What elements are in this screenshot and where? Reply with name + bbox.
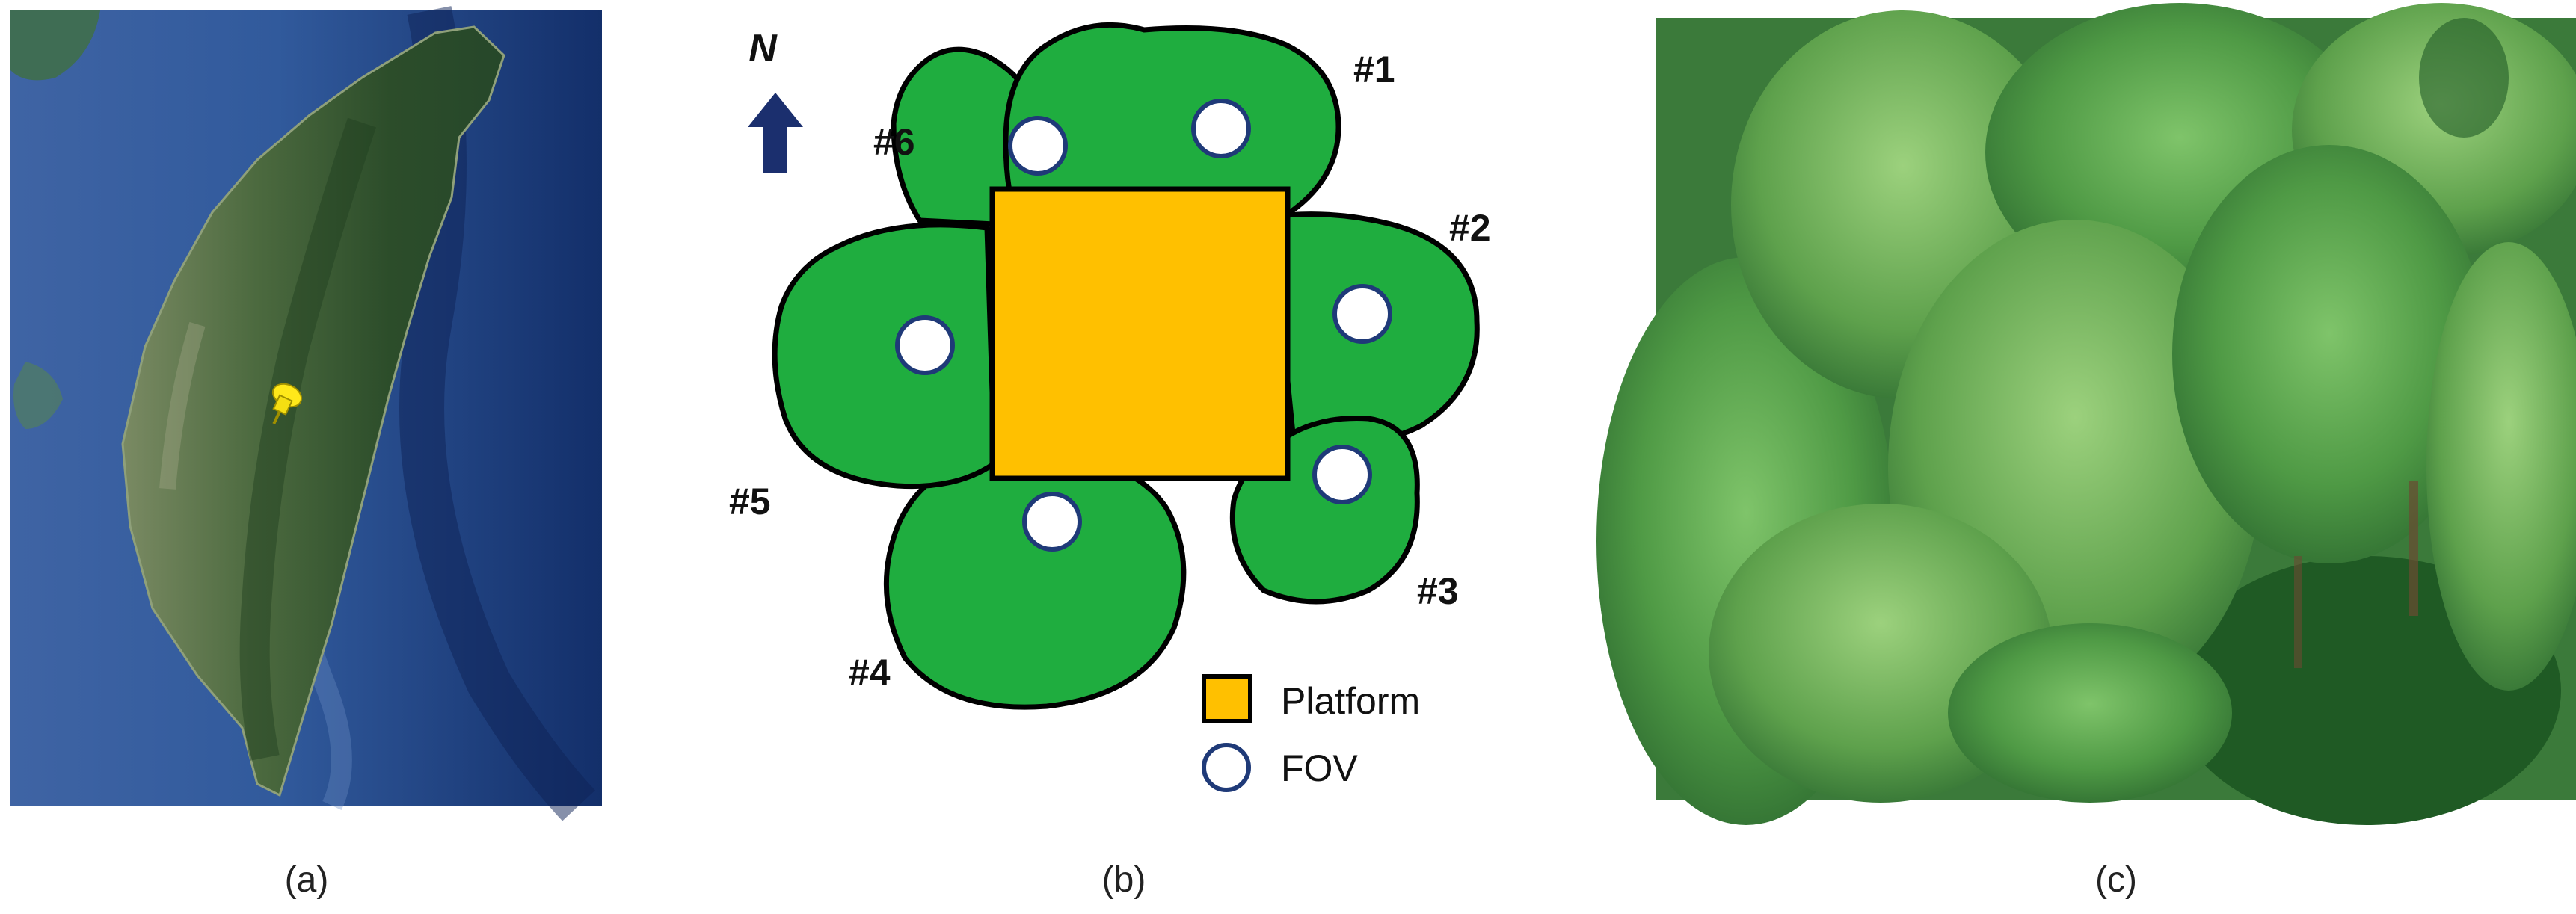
fov-circle-6	[1008, 116, 1068, 176]
platform-diagram-panel: N #1 #2 #3 #4 #5 #6 Platform	[729, 0, 1533, 732]
legend-fov-circle	[1202, 743, 1251, 792]
tree-label-5: #5	[729, 481, 771, 522]
caption-b: (b)	[1101, 860, 1146, 900]
tree-label-1: #1	[1353, 49, 1395, 90]
legend-platform-swatch	[1202, 674, 1252, 723]
forest-photo	[1596, 3, 2576, 825]
tree-label-6: #6	[873, 121, 915, 163]
platform-diagram: N #1 #2 #3 #4 #5 #6 Platform	[729, 22, 1491, 723]
legend-platform-label: Platform	[1281, 680, 1420, 722]
north-label: N	[748, 27, 778, 70]
satellite-map-panel	[10, 6, 602, 821]
fov-circle-4	[1022, 492, 1082, 552]
platform-square	[989, 186, 1291, 481]
caption-a: (a)	[284, 860, 329, 900]
tree-label-4: #4	[849, 652, 891, 694]
fov-circle-1	[1191, 99, 1251, 158]
caption-c: (c)	[2095, 860, 2137, 900]
legend-fov: FOV	[1202, 743, 1358, 792]
location-pin-icon	[271, 383, 303, 424]
fov-circle-5	[895, 315, 955, 375]
legend-fov-label: FOV	[1281, 747, 1358, 789]
tree-crown-5	[772, 222, 997, 490]
tree-label-2: #2	[1449, 207, 1491, 249]
north-arrow-icon	[748, 93, 803, 173]
tree-crown-4	[883, 451, 1187, 710]
forest-photo-panel	[1596, 3, 2576, 825]
fov-circle-3	[1312, 445, 1372, 504]
fov-circle-2	[1332, 284, 1392, 344]
tree-label-3: #3	[1417, 570, 1459, 612]
satellite-map	[10, 6, 602, 821]
